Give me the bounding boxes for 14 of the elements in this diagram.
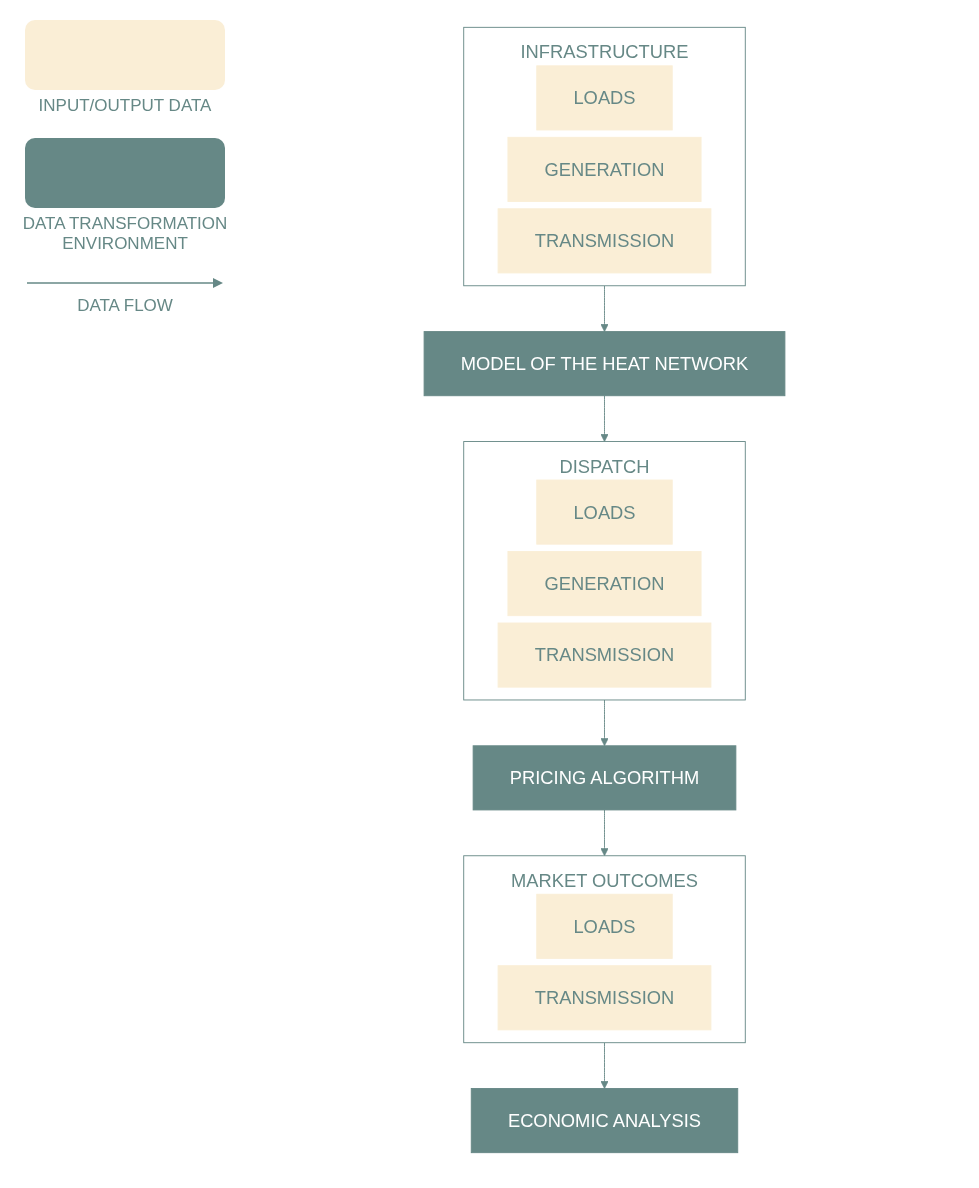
node-box: GENERATION <box>507 136 702 202</box>
node-box: ECONOMIC ANALYSIS <box>470 1088 739 1154</box>
node-box: GENERATION <box>507 551 702 617</box>
node-box: TRANSMISSION <box>497 622 712 688</box>
legend-label: DATA FLOW <box>77 296 173 316</box>
legend-label: DATA TRANSFORMATION ENVIRONMENT <box>21 214 229 254</box>
node-box: MODEL OF THE HEAT NETWORK <box>423 331 786 397</box>
legend-label: INPUT/OUTPUT DATA <box>38 96 212 116</box>
node-box: LOADS <box>536 893 673 959</box>
node-box: PRICING ALGORITHM <box>472 745 737 811</box>
node-box: LOADS <box>536 479 673 545</box>
node-box: LOADS <box>536 65 673 131</box>
node-box: TRANSMISSION <box>497 965 712 1031</box>
node-box: TRANSMISSION <box>497 208 712 274</box>
